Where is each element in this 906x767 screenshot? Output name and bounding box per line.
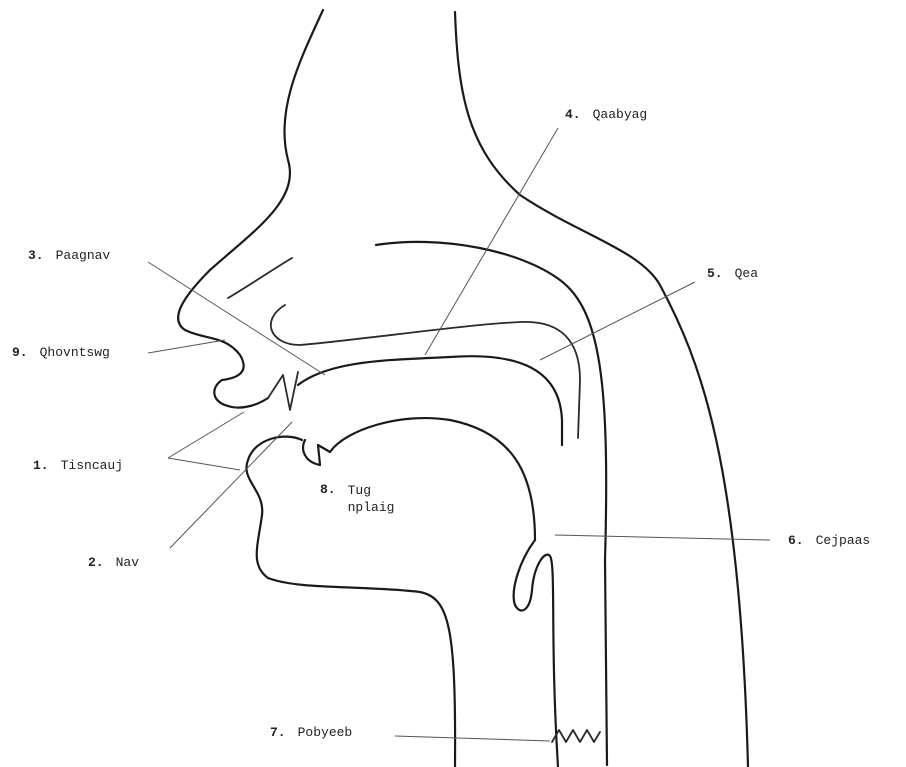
upper-teeth-outline — [268, 372, 298, 410]
label-pharynx: 6. Cejpaas — [788, 533, 870, 548]
palate-roof-line — [298, 356, 562, 445]
leader-5 — [540, 282, 695, 360]
label-tongue-text-line1: Tug — [348, 482, 395, 499]
label-larynx: 7. Pobyeeb — [270, 725, 352, 740]
leader-9 — [148, 340, 225, 353]
label-hard-palate-text: Qaabyag — [593, 107, 648, 122]
epiglottis-outline — [514, 540, 558, 767]
face-profile-outline — [178, 10, 323, 408]
label-lips-number: 1. — [33, 458, 49, 473]
label-soft-palate-text: Qea — [735, 266, 758, 281]
label-alveolar: 3. Paagnav — [28, 248, 110, 263]
label-larynx-number: 7. — [270, 725, 286, 740]
label-teeth-text: Nav — [116, 555, 139, 570]
label-pharynx-number: 6. — [788, 533, 804, 548]
label-pharynx-text: Cejpaas — [816, 533, 871, 548]
nostril-curve — [228, 258, 292, 298]
leader-2 — [170, 422, 292, 548]
leader-3 — [148, 262, 325, 375]
label-hard-palate: 4. Qaabyag — [565, 107, 647, 122]
nasal-cavity-line — [376, 242, 607, 765]
label-tongue-number: 8. — [320, 482, 336, 497]
label-nasal-number: 9. — [12, 345, 28, 360]
label-nasal-text: Qhovntswg — [40, 345, 110, 360]
label-alveolar-number: 3. — [28, 248, 44, 263]
label-teeth: 2. Nav — [88, 555, 139, 570]
leader-7 — [395, 736, 550, 741]
leader-1b — [168, 458, 240, 470]
label-alveolar-text: Paagnav — [56, 248, 111, 263]
label-teeth-number: 2. — [88, 555, 104, 570]
label-nasal: 9. Qhovntswg — [12, 345, 110, 360]
tongue-outline — [303, 418, 535, 540]
label-lips: 1. Tisncauj — [33, 458, 123, 473]
leader-1a — [168, 412, 244, 458]
label-lips-text: Tisncauj — [61, 458, 123, 473]
label-soft-palate: 5. Qea — [707, 266, 758, 281]
leader-6 — [555, 535, 770, 540]
label-tongue-text-line2: nplaig — [348, 499, 395, 516]
label-soft-palate-number: 5. — [707, 266, 723, 281]
label-hard-palate-number: 4. — [565, 107, 581, 122]
vocal-folds-zigzag — [552, 730, 600, 742]
label-larynx-text: Pobyeeb — [298, 725, 353, 740]
